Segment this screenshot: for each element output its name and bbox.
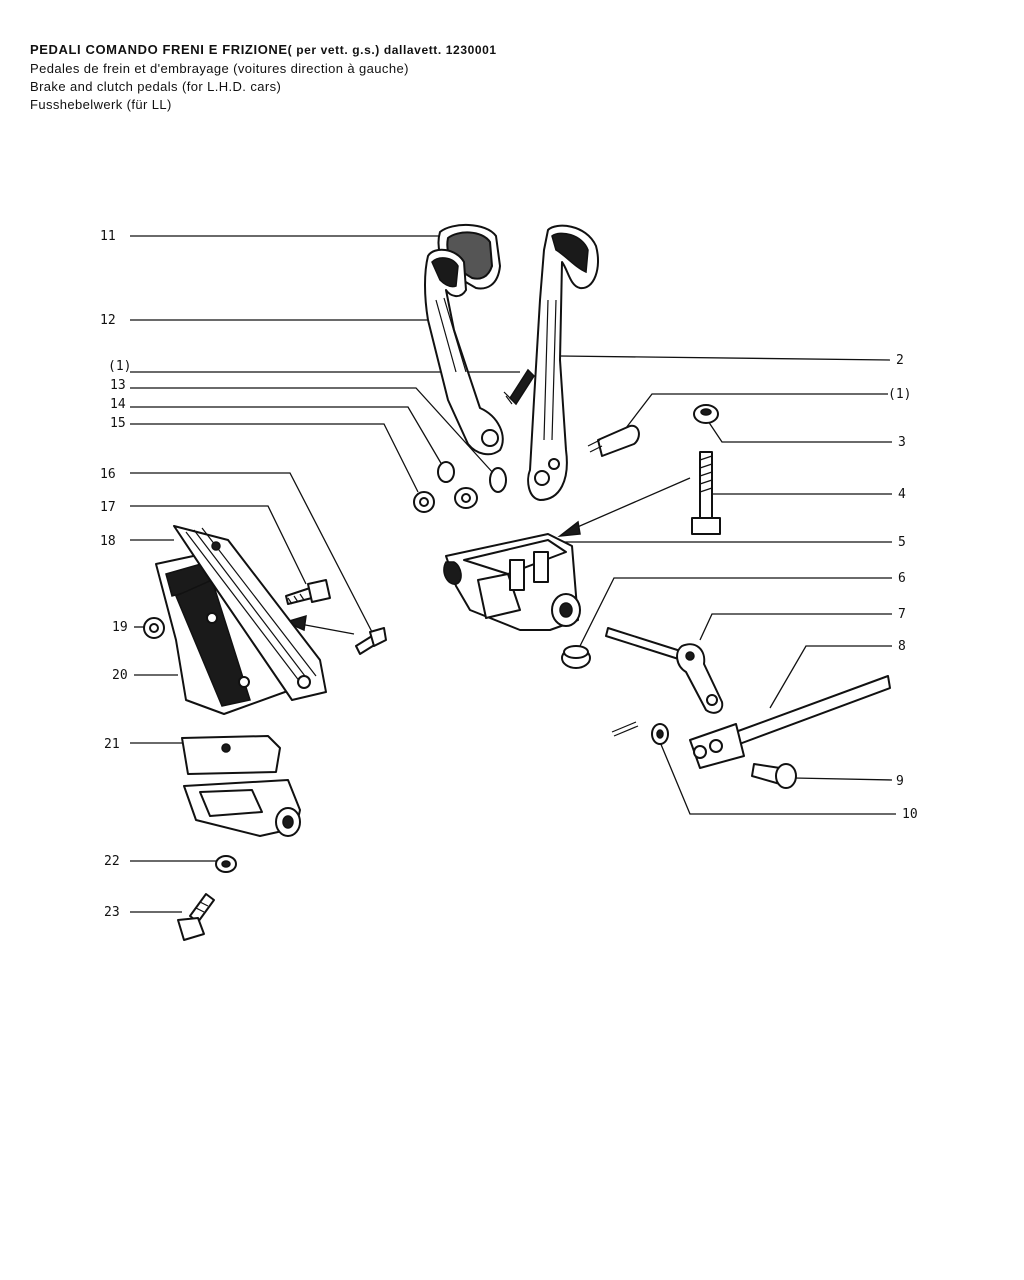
leader-17 bbox=[130, 505, 307, 585]
callout-13: 13 bbox=[110, 378, 126, 393]
push-rod bbox=[689, 675, 891, 769]
leader-14 bbox=[130, 406, 446, 471]
callout-14: 14 bbox=[110, 397, 126, 412]
nut-19 bbox=[143, 617, 165, 639]
callout-15: 15 bbox=[110, 416, 126, 431]
stud-right bbox=[587, 424, 640, 457]
mounting-bracket bbox=[155, 551, 297, 715]
pedal-support bbox=[443, 533, 581, 631]
leader-7 bbox=[699, 613, 892, 641]
title-german: Fusshebelwerk (für LL) bbox=[30, 97, 172, 112]
callout-12: 12 bbox=[100, 313, 116, 328]
callout-17: 17 bbox=[100, 500, 116, 515]
small-screw bbox=[355, 627, 387, 655]
leader-16 bbox=[130, 472, 373, 633]
leader-9 bbox=[793, 777, 893, 781]
leader-1-right bbox=[625, 393, 888, 429]
callout-5: 5 bbox=[898, 535, 906, 550]
leader-3 bbox=[705, 417, 892, 443]
callout-11: 11 bbox=[100, 229, 116, 244]
long-bolt bbox=[691, 451, 721, 535]
arrow-head-bolt bbox=[557, 520, 581, 538]
callout-4: 4 bbox=[898, 487, 906, 502]
title-french: Pedales de frein et d'embrayage (voiture… bbox=[30, 61, 409, 76]
washer-13 bbox=[489, 467, 507, 493]
leader-10 bbox=[659, 741, 896, 815]
grommet bbox=[693, 404, 719, 424]
hex-bolt bbox=[177, 893, 215, 941]
title-english: Brake and clutch pedals (for L.H.D. cars… bbox=[30, 79, 282, 94]
bracket-plate-18 bbox=[173, 525, 327, 701]
callout-21: 21 bbox=[104, 737, 120, 752]
callout-3: 3 bbox=[898, 435, 906, 450]
callout-8: 8 bbox=[898, 639, 906, 654]
stud-left bbox=[503, 368, 535, 406]
callout-10: 10 bbox=[902, 807, 918, 822]
spring-washer bbox=[215, 855, 237, 873]
leader-8 bbox=[769, 645, 892, 709]
callout-1-right: (1) bbox=[888, 387, 911, 402]
brake-pedal bbox=[527, 224, 599, 501]
clevis-pin bbox=[751, 763, 797, 789]
callout-6: 6 bbox=[898, 571, 906, 586]
lower-bracket bbox=[181, 735, 301, 837]
callout-16: 16 bbox=[100, 467, 116, 482]
callout-labels: 11 12 (1) 13 14 15 16 17 18 19 20 21 22 … bbox=[100, 229, 918, 920]
bushing bbox=[561, 645, 591, 669]
arrow-line-bolt bbox=[565, 477, 691, 533]
callout-18: 18 bbox=[100, 534, 116, 549]
callout-9: 9 bbox=[896, 774, 904, 789]
shaft-lever bbox=[605, 627, 724, 714]
arrow-line-screw bbox=[299, 623, 355, 635]
callout-2: 2 bbox=[896, 353, 904, 368]
cotter-pin-washer bbox=[611, 721, 669, 745]
callout-19: 19 bbox=[112, 620, 128, 635]
title-sub: ( per vett. g.s.) dallavett. 1230001 bbox=[287, 43, 497, 57]
washer-14-outer bbox=[437, 461, 455, 483]
diagram-header: PEDALI COMANDO FRENI E FRIZIONE( per vet… bbox=[30, 40, 790, 114]
callout-22: 22 bbox=[104, 854, 120, 869]
diagram-title: PEDALI COMANDO FRENI E FRIZIONE( per vet… bbox=[30, 40, 790, 60]
callout-20: 20 bbox=[112, 668, 128, 683]
title-main: PEDALI COMANDO FRENI E FRIZIONE bbox=[30, 42, 288, 57]
callout-23: 23 bbox=[104, 905, 120, 920]
washers-and-nut bbox=[413, 461, 507, 513]
callout-1-left: (1) bbox=[108, 359, 131, 374]
callout-7: 7 bbox=[898, 607, 906, 622]
leader-15 bbox=[130, 423, 419, 493]
leader-2 bbox=[559, 355, 891, 361]
clutch-pedal bbox=[424, 248, 504, 456]
bolt-17 bbox=[285, 579, 331, 605]
leader-6 bbox=[579, 577, 892, 647]
